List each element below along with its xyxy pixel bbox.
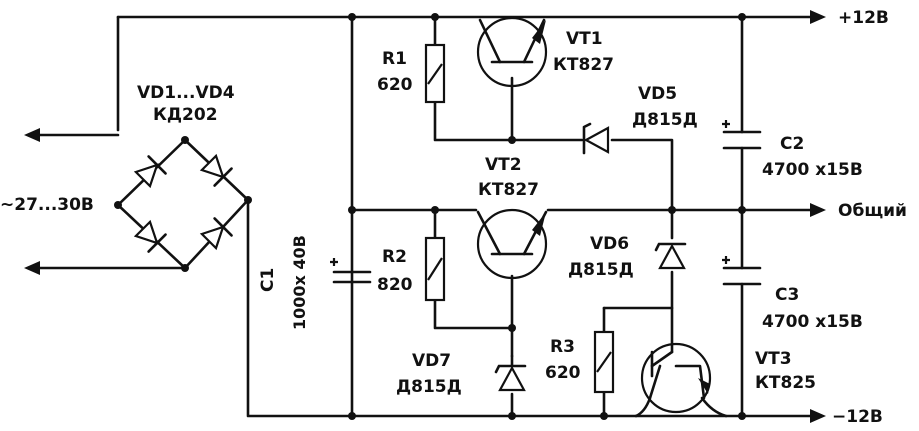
c2-value: 4700 x15В — [762, 160, 863, 180]
vd5-type: Д815Д — [632, 110, 698, 130]
vt3-collector-wire — [634, 396, 652, 418]
resistor-r3 — [593, 330, 615, 394]
vt1-ref: VT1 — [566, 29, 603, 49]
diode-bridge — [116, 136, 250, 270]
negative-terminal-arrow — [810, 409, 826, 423]
r3-value: 620 — [545, 363, 581, 383]
ac-input-arrow-top — [24, 128, 40, 142]
zener-vd5 — [582, 122, 610, 155]
negative-rail-label: −12В — [832, 407, 883, 427]
vt3-ref: VT3 — [755, 349, 792, 369]
vd6-type: Д815Д — [568, 260, 634, 280]
r3-ref: R3 — [550, 337, 575, 357]
r2-value: 820 — [377, 275, 413, 295]
transistor-vt3 — [640, 342, 712, 414]
capacitor-c3 — [722, 256, 762, 286]
r1-value: 620 — [377, 75, 413, 95]
resistor-r2 — [424, 236, 446, 302]
vd5-ref: VD5 — [638, 84, 677, 104]
bridge-ref: VD1...VD4 — [137, 83, 235, 103]
r1-bottom-wire — [433, 100, 514, 142]
input-voltage-label: ~27...30В — [0, 195, 94, 215]
negative-rail-wire — [246, 198, 814, 418]
bridge-type: КД202 — [153, 105, 218, 125]
vd7-type: Д815Д — [396, 377, 462, 397]
vt1-type: КТ827 — [553, 55, 614, 75]
positive-rail-label: +12В — [838, 8, 889, 28]
c3-ref: C3 — [775, 285, 799, 305]
common-rail-label: Общий — [838, 201, 907, 221]
vd7-ref: VD7 — [412, 351, 451, 371]
vt3-base-wire — [602, 306, 674, 354]
zener-vd6 — [654, 242, 687, 270]
positive-terminal-arrow — [810, 10, 826, 24]
c1-ref: C1 — [258, 268, 278, 292]
labels: +12В Общий −12В ~27...30В VD1...VD4 КД20… — [0, 8, 907, 427]
c1-value: 1000x 40В — [290, 235, 309, 330]
c3-value: 4700 x15В — [762, 312, 863, 332]
terminal-arrows — [24, 10, 826, 423]
transistor-vt1 — [476, 16, 548, 88]
vt2-ref: VT2 — [485, 155, 522, 175]
capacitor-c2 — [722, 120, 762, 150]
vt2-type: КТ827 — [478, 180, 539, 200]
c2-ref: C2 — [780, 134, 804, 154]
zener-vd7 — [494, 354, 527, 392]
vt3-emitter-wire — [700, 396, 728, 418]
ac-input-arrow-bottom — [24, 261, 40, 275]
capacitor-c1 — [330, 258, 372, 284]
transistor-vt2 — [476, 208, 548, 280]
vt3-type: КТ825 — [755, 373, 816, 393]
r2-bottom-wire — [433, 298, 514, 330]
vd5-right-wire — [610, 138, 674, 212]
r1-ref: R1 — [382, 49, 407, 69]
common-terminal-arrow — [810, 203, 826, 217]
resistor-r1 — [424, 43, 446, 104]
r2-ref: R2 — [382, 247, 407, 267]
vd6-ref: VD6 — [590, 234, 629, 254]
